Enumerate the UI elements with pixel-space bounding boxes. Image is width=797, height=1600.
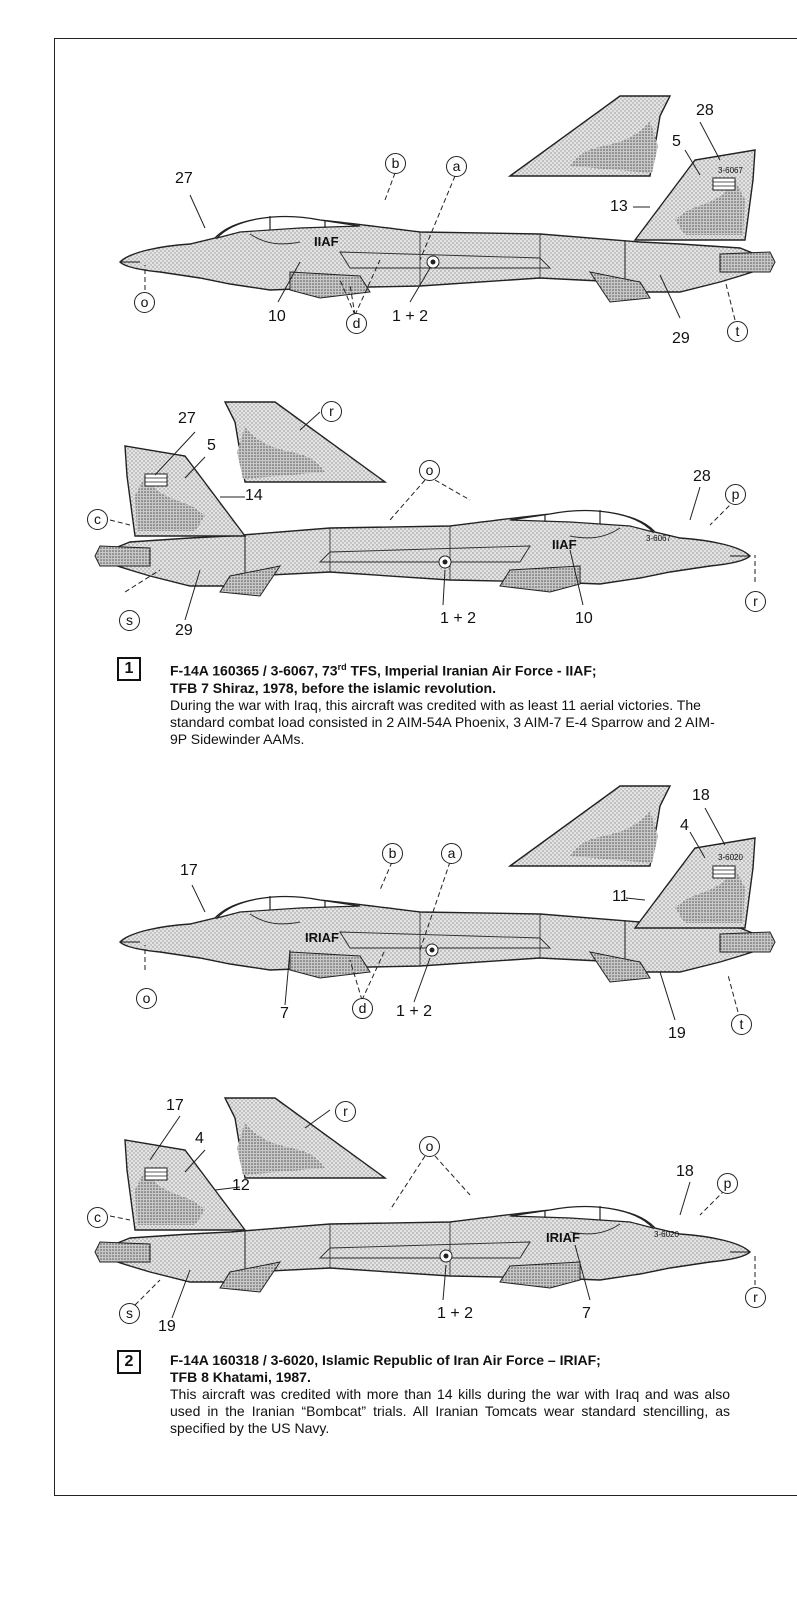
callout-roundel: 1 + 2 — [437, 1305, 474, 1322]
callout-intake: 10 — [575, 610, 593, 627]
stencil-p-circle: p — [725, 484, 746, 505]
profile2-right-aircraft — [94, 1097, 751, 1293]
callout-intake: 7 — [280, 1005, 289, 1022]
callout-fin-flag: 4 — [680, 817, 689, 834]
fin-serial: 3-6020 — [718, 853, 743, 862]
stencil-t-circle: t — [727, 321, 748, 342]
profile-caption: F-14A 160318 / 3-6020, Islamic Republic … — [170, 1352, 730, 1437]
callout-nose: 17 — [180, 862, 198, 879]
stencil-p-circle: p — [717, 1173, 738, 1194]
fuselage-code: IRIAF — [546, 1230, 580, 1245]
profile-subtitle: TFB 7 Shiraz, 1978, before the islamic r… — [170, 679, 496, 696]
profile-number-box: 2 — [117, 1350, 141, 1374]
profile-subtitle: TFB 8 Khatami, 1987. — [170, 1369, 311, 1385]
page-frame — [54, 38, 797, 1496]
stencil-o-circle: o — [419, 460, 440, 481]
callout-tail: 29 — [672, 330, 690, 347]
callout-fin-strip: 11 — [612, 888, 629, 905]
callout-intake: 7 — [582, 1305, 591, 1322]
callout-fin-flag: 5 — [207, 437, 216, 454]
fin-serial: 3-6067 — [718, 166, 743, 175]
fuselage-code: IIAF — [552, 537, 577, 552]
callout-fin-strip: 14 — [245, 487, 263, 504]
nose-serial: 3-6020 — [654, 1230, 679, 1239]
callout-fin-flag: 4 — [195, 1130, 204, 1147]
stencil-c-circle: c — [87, 1207, 108, 1228]
profile1-left-aircraft — [119, 95, 776, 303]
title-part: F-14A 160365 / 3-6067, 73 — [170, 662, 338, 679]
callout-nose: 18 — [676, 1163, 694, 1180]
profile-number-box: 1 — [117, 657, 141, 681]
nose-serial: 3-6067 — [646, 534, 671, 543]
profile1-right-aircraft — [94, 401, 751, 597]
stencil-r-circle: r — [745, 1287, 766, 1308]
stencil-o-circle: o — [419, 1136, 440, 1157]
fuselage-code: IIAF — [314, 234, 339, 249]
stencil-o-circle: o — [134, 292, 155, 313]
profile2-left-aircraft — [119, 785, 776, 983]
fuselage-code: IRIAF — [305, 930, 339, 945]
callout-roundel: 1 + 2 — [440, 610, 477, 627]
stencil-a-circle: a — [446, 156, 467, 177]
callout-nose: 28 — [693, 468, 711, 485]
stencil-r-circle: r — [335, 1101, 356, 1122]
profile-title: F-14A 160365 / 3-6067, 73rd TFS, Imperia… — [170, 659, 730, 680]
callout-fin: 27 — [178, 410, 196, 427]
callout-intake: 10 — [268, 308, 286, 325]
callout-tail: 19 — [158, 1318, 176, 1335]
callout-fin-strip: 12 — [232, 1177, 250, 1194]
title-part: TFS, Imperial Iranian Air Force - IIAF; — [346, 662, 597, 679]
stencil-o-circle: o — [136, 988, 157, 1009]
stencil-t-circle: t — [731, 1014, 752, 1035]
callout-fin-number: 18 — [692, 787, 710, 804]
stencil-s-circle: s — [119, 1303, 140, 1324]
stencil-a-circle: a — [441, 843, 462, 864]
stencil-r-circle: r — [321, 401, 342, 422]
stencil-r-circle: r — [745, 591, 766, 612]
callout-fin-flag: 5 — [672, 133, 681, 150]
stencil-b-circle: b — [385, 153, 406, 174]
callout-fin: 17 — [166, 1097, 184, 1114]
profile-title: F-14A 160318 / 3-6020, Islamic Republic … — [170, 1352, 601, 1368]
callout-fin-strip: 13 — [610, 198, 628, 215]
callout-fin-number: 28 — [696, 102, 714, 119]
stencil-d-circle: d — [346, 313, 367, 334]
profile-description: This aircraft was credited with more tha… — [170, 1386, 730, 1436]
callout-nose: 27 — [175, 170, 193, 187]
profile-description: During the war with Iraq, this aircraft … — [170, 696, 715, 747]
stencil-b-circle: b — [382, 843, 403, 864]
title-superscript: rd — [337, 662, 347, 672]
callout-tail: 19 — [668, 1025, 686, 1042]
callout-tail: 29 — [175, 622, 193, 639]
callout-roundel: 1 + 2 — [392, 308, 429, 325]
profile-caption: F-14A 160365 / 3-6067, 73rd TFS, Imperia… — [170, 659, 730, 748]
stencil-s-circle: s — [119, 610, 140, 631]
callout-roundel: 1 + 2 — [396, 1003, 433, 1020]
stencil-d-circle: d — [352, 998, 373, 1019]
stencil-c-circle: c — [87, 509, 108, 530]
